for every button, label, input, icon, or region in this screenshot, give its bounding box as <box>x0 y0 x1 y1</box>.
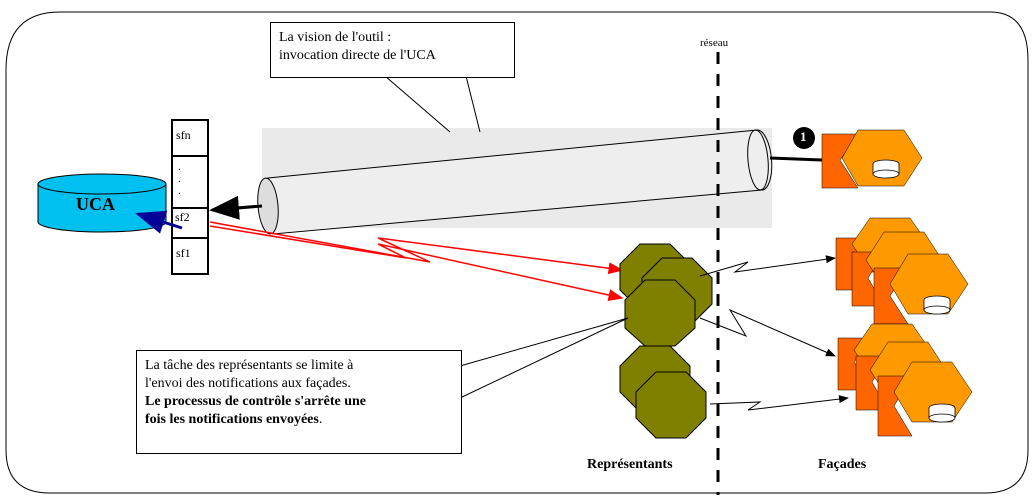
facade-top <box>821 129 923 189</box>
callout-task-line1: La tâche des représentants se limite à <box>145 358 354 373</box>
network-label: réseau <box>700 37 729 49</box>
label-representants: Représentants <box>587 457 673 472</box>
stack-cell-sfn: sfn <box>176 128 191 142</box>
stack-cell-dots: . . . <box>178 159 181 197</box>
callout-task-line2: l'envoi des notifications aux façades. <box>145 376 351 391</box>
facades-cluster-top <box>835 217 969 325</box>
invocation-tube <box>257 129 773 235</box>
tube-to-stack-arrow <box>209 195 263 220</box>
callout-top-pointer <box>465 75 481 133</box>
uca-database <box>37 173 167 233</box>
sf2-to-uca-arrow <box>135 210 183 234</box>
callout-bottom-pointer <box>459 317 629 399</box>
rep-to-facade-arrow <box>699 308 836 357</box>
call-stack <box>171 119 209 275</box>
rep-to-facade-arrow <box>699 255 836 277</box>
marker-one-label: 1 <box>800 129 807 144</box>
marker-one <box>793 127 815 149</box>
stack-cell-sf2: sf2 <box>175 210 190 224</box>
label-facades: Façades <box>818 457 867 472</box>
callout-tool-vision-line1: La vision de l'outil : <box>279 30 392 45</box>
callout-task-line4: fois les notifications envoyées <box>145 412 319 427</box>
tube-to-facade-line <box>769 156 823 162</box>
uca-label: UCA <box>76 194 115 214</box>
notification-arrow <box>209 225 624 301</box>
stack-cell-sf1: sf1 <box>176 246 191 260</box>
representants-group-top <box>619 243 713 347</box>
representants-group-bottom <box>619 345 707 439</box>
callout-tool-vision: La vision de l'outil : invocation direct… <box>270 22 515 78</box>
callout-task-line3: Le processus de contrôle s'arrête une <box>145 394 366 409</box>
callout-top-pointer <box>384 75 451 133</box>
rep-to-facade-arrow <box>709 395 849 411</box>
callout-tool-vision-line2: invocation directe de l'UCA <box>279 48 436 63</box>
facades-cluster-bottom <box>837 323 973 437</box>
outer-frame <box>5 11 1029 494</box>
callout-task-period: . <box>318 412 323 427</box>
callout-representants-task: La tâche des représentants se limite à l… <box>136 350 462 454</box>
